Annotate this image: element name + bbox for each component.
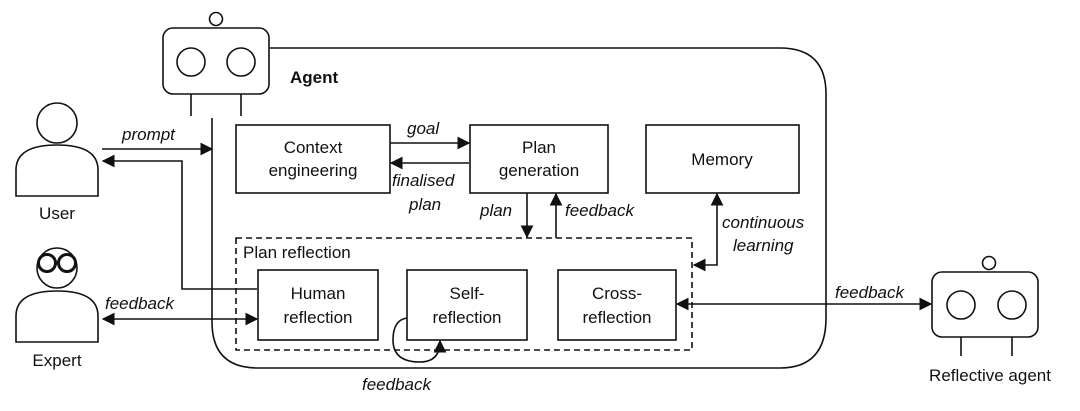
svg-text:reflection: reflection: [583, 308, 652, 327]
finalised-plan-label: finalised: [392, 171, 455, 190]
agent-container: [211, 47, 827, 369]
svg-text:Self-: Self-: [450, 284, 485, 303]
memory-box: Memory: [645, 124, 800, 194]
svg-text:Plan: Plan: [522, 138, 556, 157]
svg-text:engineering: engineering: [269, 161, 358, 180]
user-label: User: [39, 204, 75, 223]
feedback-plan-label: feedback: [565, 201, 635, 220]
self-feedback-loop-arrow: [392, 317, 447, 363]
svg-text:Human: Human: [291, 284, 346, 303]
cross-reflection-box: Cross- reflection: [557, 269, 677, 341]
plan-generation-box: Plan generation: [469, 124, 609, 194]
plan-label: plan: [479, 201, 512, 220]
expert-label: Expert: [32, 351, 81, 370]
svg-text:reflection: reflection: [284, 308, 353, 327]
context-engineering-box: Context engineering: [235, 124, 391, 194]
plan-reflection-label: Plan reflection: [243, 243, 351, 262]
prompt-label: prompt: [121, 125, 176, 144]
reflective-agent-robot-icon: [931, 255, 1039, 356]
user-icon: [15, 102, 99, 197]
reflective-agent-label: Reflective agent: [929, 366, 1051, 385]
expert-icon: [15, 247, 99, 343]
user-response-arrow: [101, 154, 257, 290]
self-reflection-box: Self- reflection: [406, 269, 528, 341]
continuous-learning-arrow: [692, 192, 724, 272]
svg-text:generation: generation: [499, 161, 579, 180]
svg-text:reflection: reflection: [433, 308, 502, 327]
feedback-expert-label: feedback: [105, 294, 175, 313]
svg-text:Cross-: Cross-: [592, 284, 642, 303]
plan-reflection-group: [235, 237, 693, 351]
agent-label: Agent: [290, 68, 339, 87]
continuous-learning-label-2: learning: [733, 236, 794, 255]
feedback-reflective-label: feedback: [835, 283, 905, 302]
feedback-self-label: feedback: [362, 375, 432, 394]
continuous-learning-label: continuous: [722, 213, 805, 232]
agent-robot-icon: [162, 11, 270, 116]
svg-text:Memory: Memory: [691, 150, 753, 169]
finalised-plan-label-2: plan: [408, 195, 441, 214]
svg-text:Context: Context: [284, 138, 343, 157]
goal-label: goal: [407, 119, 440, 138]
human-reflection-box: Human reflection: [257, 269, 379, 341]
